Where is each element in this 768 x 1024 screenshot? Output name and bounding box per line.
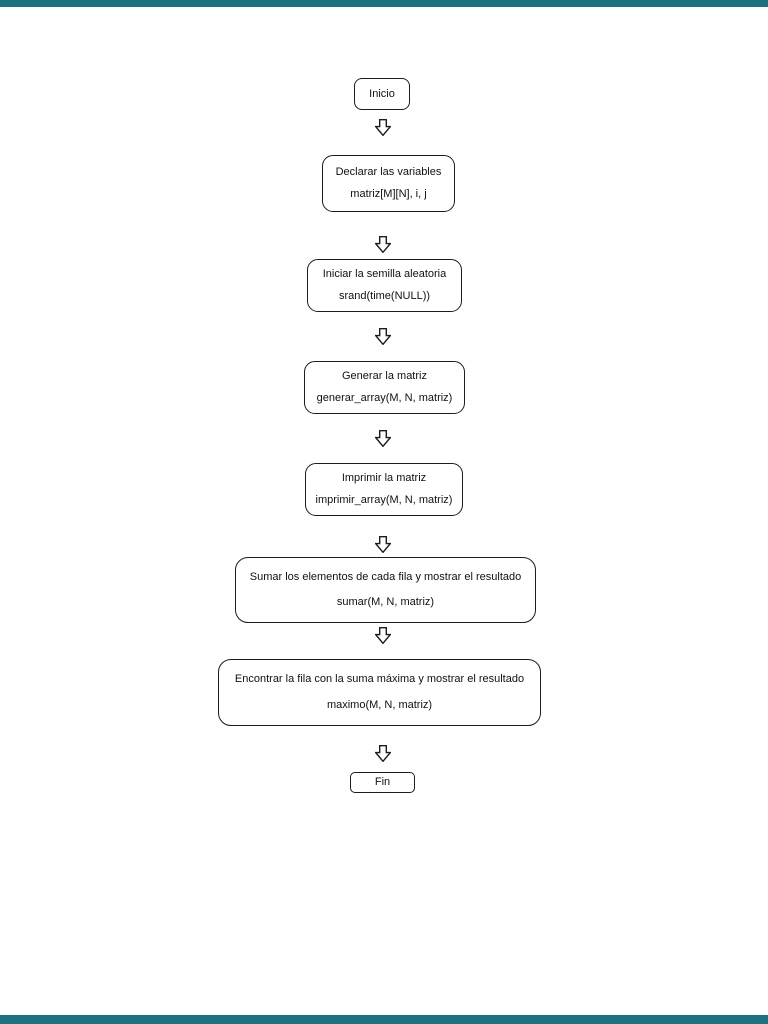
node-text-line: imprimir_array(M, N, matriz) xyxy=(315,493,453,506)
node-text-line: srand(time(NULL)) xyxy=(338,289,431,302)
down-arrow-icon xyxy=(375,627,391,644)
flow-node-fila-suma-maxima: Encontrar la fila con la suma máxima y m… xyxy=(218,659,541,726)
node-text-line: Generar la matriz xyxy=(342,370,427,383)
down-arrow-icon xyxy=(375,430,391,447)
viewer-background-strip-top xyxy=(0,0,768,7)
flow-node-imprimir-matriz: Imprimir la matriz imprimir_array(M, N, … xyxy=(305,463,463,516)
down-arrow-icon xyxy=(375,236,391,253)
node-text-line: maximo(M, N, matriz) xyxy=(326,699,433,711)
flow-node-inicio: Inicio xyxy=(354,78,410,110)
node-text-line: Imprimir la matriz xyxy=(341,472,427,485)
flow-node-fin: Fin xyxy=(350,772,415,793)
viewer-background-strip-bottom xyxy=(0,1015,768,1024)
node-text-line: Sumar los elementos de cada fila y mostr… xyxy=(249,570,522,583)
node-text-line: Declarar las variables xyxy=(335,165,442,178)
node-text-line: sumar(M, N, matriz) xyxy=(336,596,435,609)
flow-node-declarar-variables: Declarar las variables matriz[M][N], i, … xyxy=(322,155,455,212)
node-text-line: Iniciar la semilla aleatoria xyxy=(322,268,447,281)
node-text-line: generar_array(M, N, matriz) xyxy=(316,391,453,404)
node-label: Fin xyxy=(374,776,391,788)
flow-node-sumar-filas: Sumar los elementos de cada fila y mostr… xyxy=(235,557,536,623)
flow-node-semilla-aleatoria: Iniciar la semilla aleatoria srand(time(… xyxy=(307,259,462,312)
node-text-line: Encontrar la fila con la suma máxima y m… xyxy=(234,673,525,685)
down-arrow-icon xyxy=(375,745,391,762)
node-text-line: matriz[M][N], i, j xyxy=(350,188,427,201)
node-label: Inicio xyxy=(369,87,395,100)
flow-node-generar-matriz: Generar la matriz generar_array(M, N, ma… xyxy=(304,361,465,414)
down-arrow-icon xyxy=(375,328,391,345)
down-arrow-icon xyxy=(375,536,391,553)
down-arrow-icon xyxy=(375,119,391,136)
